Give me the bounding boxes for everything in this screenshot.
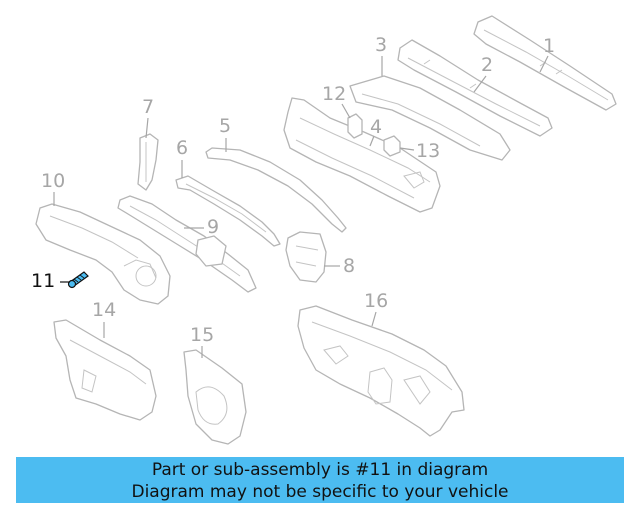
part-9-crossmember	[117, 195, 257, 293]
callout-2: 2	[481, 54, 494, 76]
leader-1	[539, 55, 549, 73]
callout-1: 1	[543, 35, 556, 57]
part-16-dash-panel	[297, 305, 465, 437]
callout-15: 15	[190, 324, 215, 346]
part-7-vertical-bracket	[137, 133, 159, 191]
callout-4: 4	[370, 116, 383, 138]
leader-7	[145, 117, 149, 139]
part-15-lower-panel	[183, 349, 247, 445]
callout-6: 6	[176, 137, 189, 159]
callout-14: 14	[92, 299, 117, 321]
leader-16	[371, 311, 377, 327]
part-8-bracket	[285, 231, 327, 283]
info-banner: Part or sub-assembly is #11 in diagram D…	[16, 457, 624, 503]
part-13-clip	[383, 135, 401, 157]
callout-10: 10	[41, 170, 66, 192]
callout-16: 16	[364, 290, 389, 312]
leader-12	[341, 103, 351, 119]
part-5-rail	[205, 147, 347, 233]
leader-2	[473, 75, 487, 93]
part-6-brace	[175, 175, 281, 247]
part-14-lower-panel	[53, 319, 157, 421]
leader-13	[399, 147, 415, 151]
callout-5: 5	[219, 115, 232, 137]
part-2-cowl-panel	[397, 39, 553, 137]
callout-13: 13	[416, 140, 441, 162]
banner-line-1: Part or sub-assembly is #11 in diagram	[151, 460, 489, 480]
callout-12: 12	[322, 83, 347, 105]
part-10-insulator	[35, 203, 171, 305]
part-3-cowl-upper	[349, 75, 511, 161]
part-11-screw[interactable]	[67, 271, 89, 289]
callout-8: 8	[343, 255, 356, 277]
part-4-plenum	[283, 97, 441, 213]
banner-line-2: Diagram may not be specific to your vehi…	[131, 482, 509, 502]
leader-4	[369, 135, 375, 147]
callout-3: 3	[375, 34, 388, 56]
part-12-bracket	[347, 113, 363, 139]
parts-diagram	[35, 15, 617, 445]
callout-7: 7	[142, 96, 155, 118]
leader-lines	[53, 55, 549, 358]
callout-11[interactable]: 11	[31, 270, 56, 292]
callout-9: 9	[207, 216, 220, 238]
